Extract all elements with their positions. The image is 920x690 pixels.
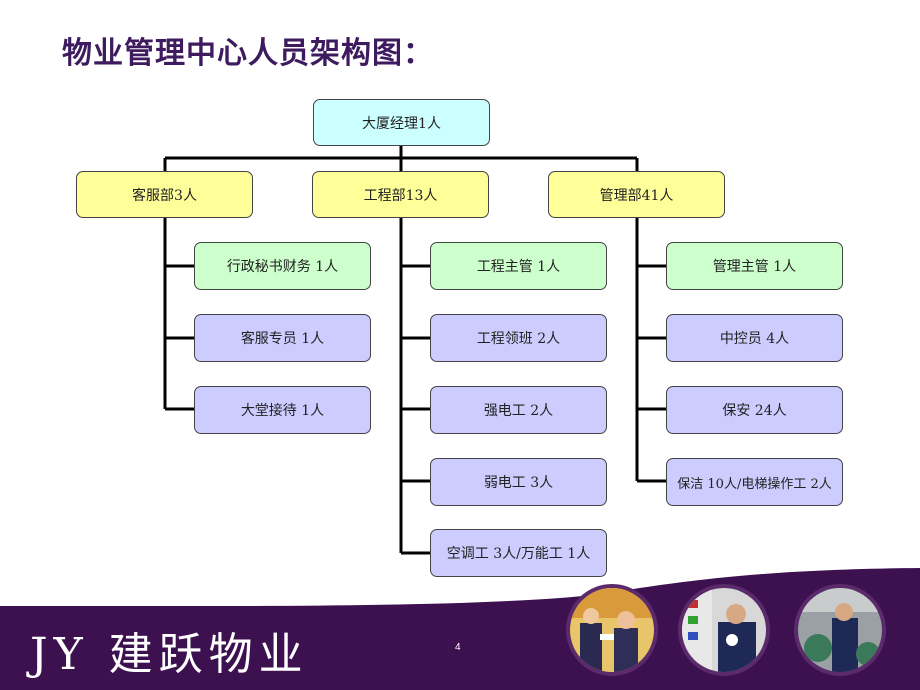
org-node-dept-customer-service: 客服部3人 <box>76 171 253 218</box>
brand-logo-text: JY 建跃物业 <box>30 629 309 680</box>
org-node-manager: 大厦经理1人 <box>313 99 490 146</box>
org-node-eng-supervisor: 工程主管 1人 <box>430 242 607 290</box>
org-node-low-voltage-electrician: 弱电工 3人 <box>430 458 607 506</box>
org-node-admin-secretary: 行政秘书财务 1人 <box>194 242 371 290</box>
page-title: 物业管理中心人员架构图： <box>62 36 434 71</box>
reception-staff-photo <box>566 584 658 676</box>
org-node-security: 保安 24人 <box>666 386 843 434</box>
org-node-hvac-handyman: 空调工 3人/万能工 1人 <box>430 529 607 577</box>
org-node-cs-specialist: 客服专员 1人 <box>194 314 371 362</box>
org-node-mgmt-supervisor: 管理主管 1人 <box>666 242 843 290</box>
engineer-machinery-photo <box>794 584 886 676</box>
org-node-control-room: 中控员 4人 <box>666 314 843 362</box>
technician-panel-photo <box>678 584 770 676</box>
org-node-dept-engineering: 工程部13人 <box>312 171 489 218</box>
org-node-high-voltage-electrician: 强电工 2人 <box>430 386 607 434</box>
org-node-dept-management: 管理部41人 <box>548 171 725 218</box>
org-node-lobby-reception: 大堂接待 1人 <box>194 386 371 434</box>
org-node-cleaning-elevator: 保洁 10人/电梯操作工 2人 <box>666 458 843 506</box>
page-number: 4 <box>455 642 461 653</box>
org-node-eng-foreman: 工程领班 2人 <box>430 314 607 362</box>
